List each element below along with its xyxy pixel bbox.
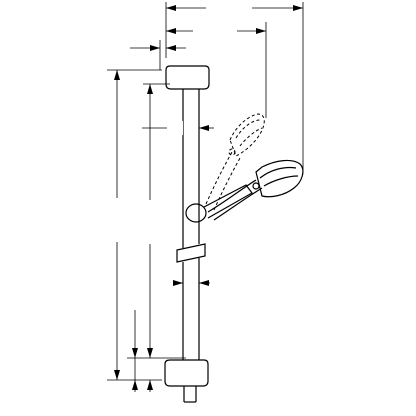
- dim-208: [166, 22, 267, 118]
- handshower-solid: [207, 159, 304, 221]
- dim-44: [142, 121, 214, 135]
- slider-holder: [185, 184, 253, 223]
- top-wall-bracket: [165, 65, 210, 90]
- bottom-wall-bracket: [164, 359, 209, 403]
- dim-291: [165, 0, 304, 170]
- dim-22-bottom: [127, 310, 186, 392]
- slide-rail: [176, 89, 206, 360]
- rail-diameter-callout: [173, 280, 210, 286]
- handshower-alternate-position: [205, 113, 265, 211]
- dim-625: [143, 83, 170, 358]
- dim-7: [130, 40, 186, 70]
- dim-669: [107, 69, 162, 381]
